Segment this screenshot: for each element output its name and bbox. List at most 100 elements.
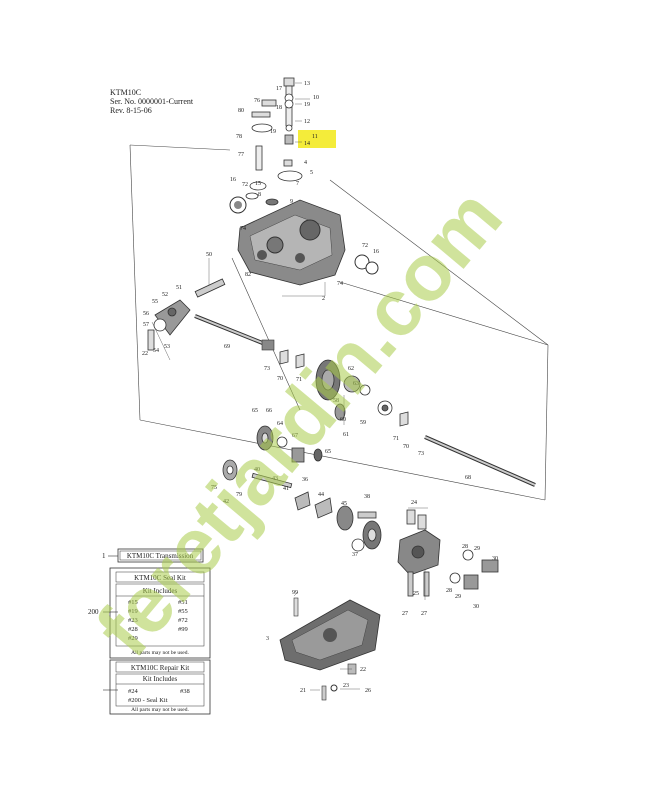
callout-52: 52: [162, 292, 168, 298]
repair-kit-item: #38: [180, 688, 190, 695]
callout-23: 23: [343, 683, 349, 689]
callout-19: 19: [304, 102, 310, 108]
callout-55: 55: [152, 299, 158, 305]
callout-25: 25: [413, 591, 419, 597]
callout-78: 78: [236, 134, 242, 140]
valve-stack: [245, 77, 303, 206]
callout-58: 58: [333, 398, 339, 404]
callout-9: 9: [290, 199, 293, 205]
callout-8: 8: [258, 192, 261, 198]
input-shaft: [194, 314, 275, 351]
callout-18: 18: [276, 105, 282, 111]
legend-transmission-num: 1: [102, 552, 106, 560]
callout-70: 70: [277, 376, 283, 382]
callout-77: 77: [238, 152, 244, 158]
bottom-housing: [279, 597, 381, 701]
callout-76: 76: [254, 98, 260, 104]
repair-kit-item: #24: [128, 688, 139, 695]
callout-73: 73: [264, 366, 270, 372]
callout-16: 16: [230, 177, 236, 183]
callout-45: 45: [341, 501, 347, 507]
lower-gears: [222, 425, 382, 552]
seal-kit-title: KTM10C Seal Kit: [134, 574, 186, 582]
callout-57: 57: [143, 322, 149, 328]
seal-kit-note: All parts may not be used.: [131, 650, 189, 656]
callout-79: 79: [236, 492, 242, 498]
callout-37: 37: [352, 552, 358, 558]
callout-43: 43: [272, 476, 278, 482]
callout-50: 50: [206, 252, 212, 258]
seal-kit-item: #55: [178, 608, 188, 615]
legend-transmission-box: [117, 548, 204, 563]
callout-73b: 73: [418, 451, 424, 457]
callout-24: 24: [411, 500, 417, 506]
callout-53: 53: [164, 344, 170, 350]
valve-block: [397, 509, 499, 597]
main-housing: [229, 196, 379, 286]
callout-66: 66: [266, 408, 272, 414]
seal-kit-item: #29: [128, 635, 138, 642]
callout-74: 74: [240, 226, 246, 232]
callout-19b: 19: [270, 129, 276, 135]
highlight-part-11: [298, 130, 336, 148]
legend: 1 KTM10C Transmission 200 KTM10C Seal Ki…: [88, 548, 211, 715]
callout-4: 4: [304, 160, 307, 166]
repair-kit-title: KTM10C Repair Kit: [131, 664, 189, 672]
callout-65: 65: [252, 408, 258, 414]
callout-27: 27: [402, 611, 408, 617]
callout-42: 42: [223, 499, 229, 505]
callout-70b: 70: [403, 444, 409, 450]
callout-62: 62: [348, 366, 354, 372]
callout-12: 12: [304, 119, 310, 125]
callout-30b: 30: [473, 604, 479, 610]
revision-date: Rev. 8-15-06: [110, 106, 152, 115]
callout-labels: 13 17 10 76 18 19 80 12 19 11 78 14 77 4…: [142, 81, 498, 694]
legend-seal-kit-num: 200: [88, 608, 99, 616]
callout-29b: 29: [455, 594, 461, 600]
callout-80: 80: [238, 108, 244, 114]
callout-10: 10: [313, 95, 319, 101]
seal-kit-item: #72: [178, 617, 188, 624]
callout-17: 17: [276, 86, 282, 92]
output-shaft: [424, 435, 536, 487]
callout-16b: 16: [373, 249, 379, 255]
seal-kit-item: #99: [178, 626, 188, 633]
repair-kit-item: #200 - Seal Kit: [128, 697, 168, 704]
callout-56: 56: [143, 311, 149, 317]
callout-51: 51: [176, 285, 182, 291]
callout-36: 36: [302, 477, 308, 483]
callout-7: 7: [296, 181, 299, 187]
serial-number: Ser. No. 0000001-Current: [110, 97, 194, 106]
legend-seal-kit-box: [109, 567, 211, 659]
seal-kit-includes: Kit Includes: [143, 587, 178, 595]
callout-28b: 28: [446, 588, 452, 594]
callout-71: 71: [296, 377, 302, 383]
callout-15: 15: [255, 181, 261, 187]
seal-kit-item: #19: [128, 608, 138, 615]
callout-72b: 72: [362, 243, 368, 249]
callout-61: 61: [343, 432, 349, 438]
leader-lines: [151, 82, 428, 691]
callout-28: 28: [462, 544, 468, 550]
bracket-assembly: [147, 278, 226, 351]
callout-29: 29: [474, 546, 480, 552]
callout-71b: 71: [393, 436, 399, 442]
callout-67: 67: [292, 433, 298, 439]
repair-kit-includes: Kit Includes: [143, 675, 178, 683]
repair-kit-note: All parts may not be used.: [131, 707, 189, 713]
legend-transmission-label: KTM10C Transmission: [127, 552, 194, 560]
callout-64: 64: [277, 421, 283, 427]
callout-60: 60: [340, 417, 346, 423]
callout-26: 26: [365, 688, 371, 694]
callout-69: 69: [224, 344, 230, 350]
callout-63: 63: [353, 381, 359, 387]
callout-22b: 22: [360, 667, 366, 673]
callout-30: 30: [492, 556, 498, 562]
callout-3: 3: [266, 636, 269, 642]
callout-11: 11: [312, 134, 318, 140]
callout-72: 72: [242, 182, 248, 188]
model-title: KTM10C: [110, 88, 142, 97]
callout-59: 59: [360, 420, 366, 426]
